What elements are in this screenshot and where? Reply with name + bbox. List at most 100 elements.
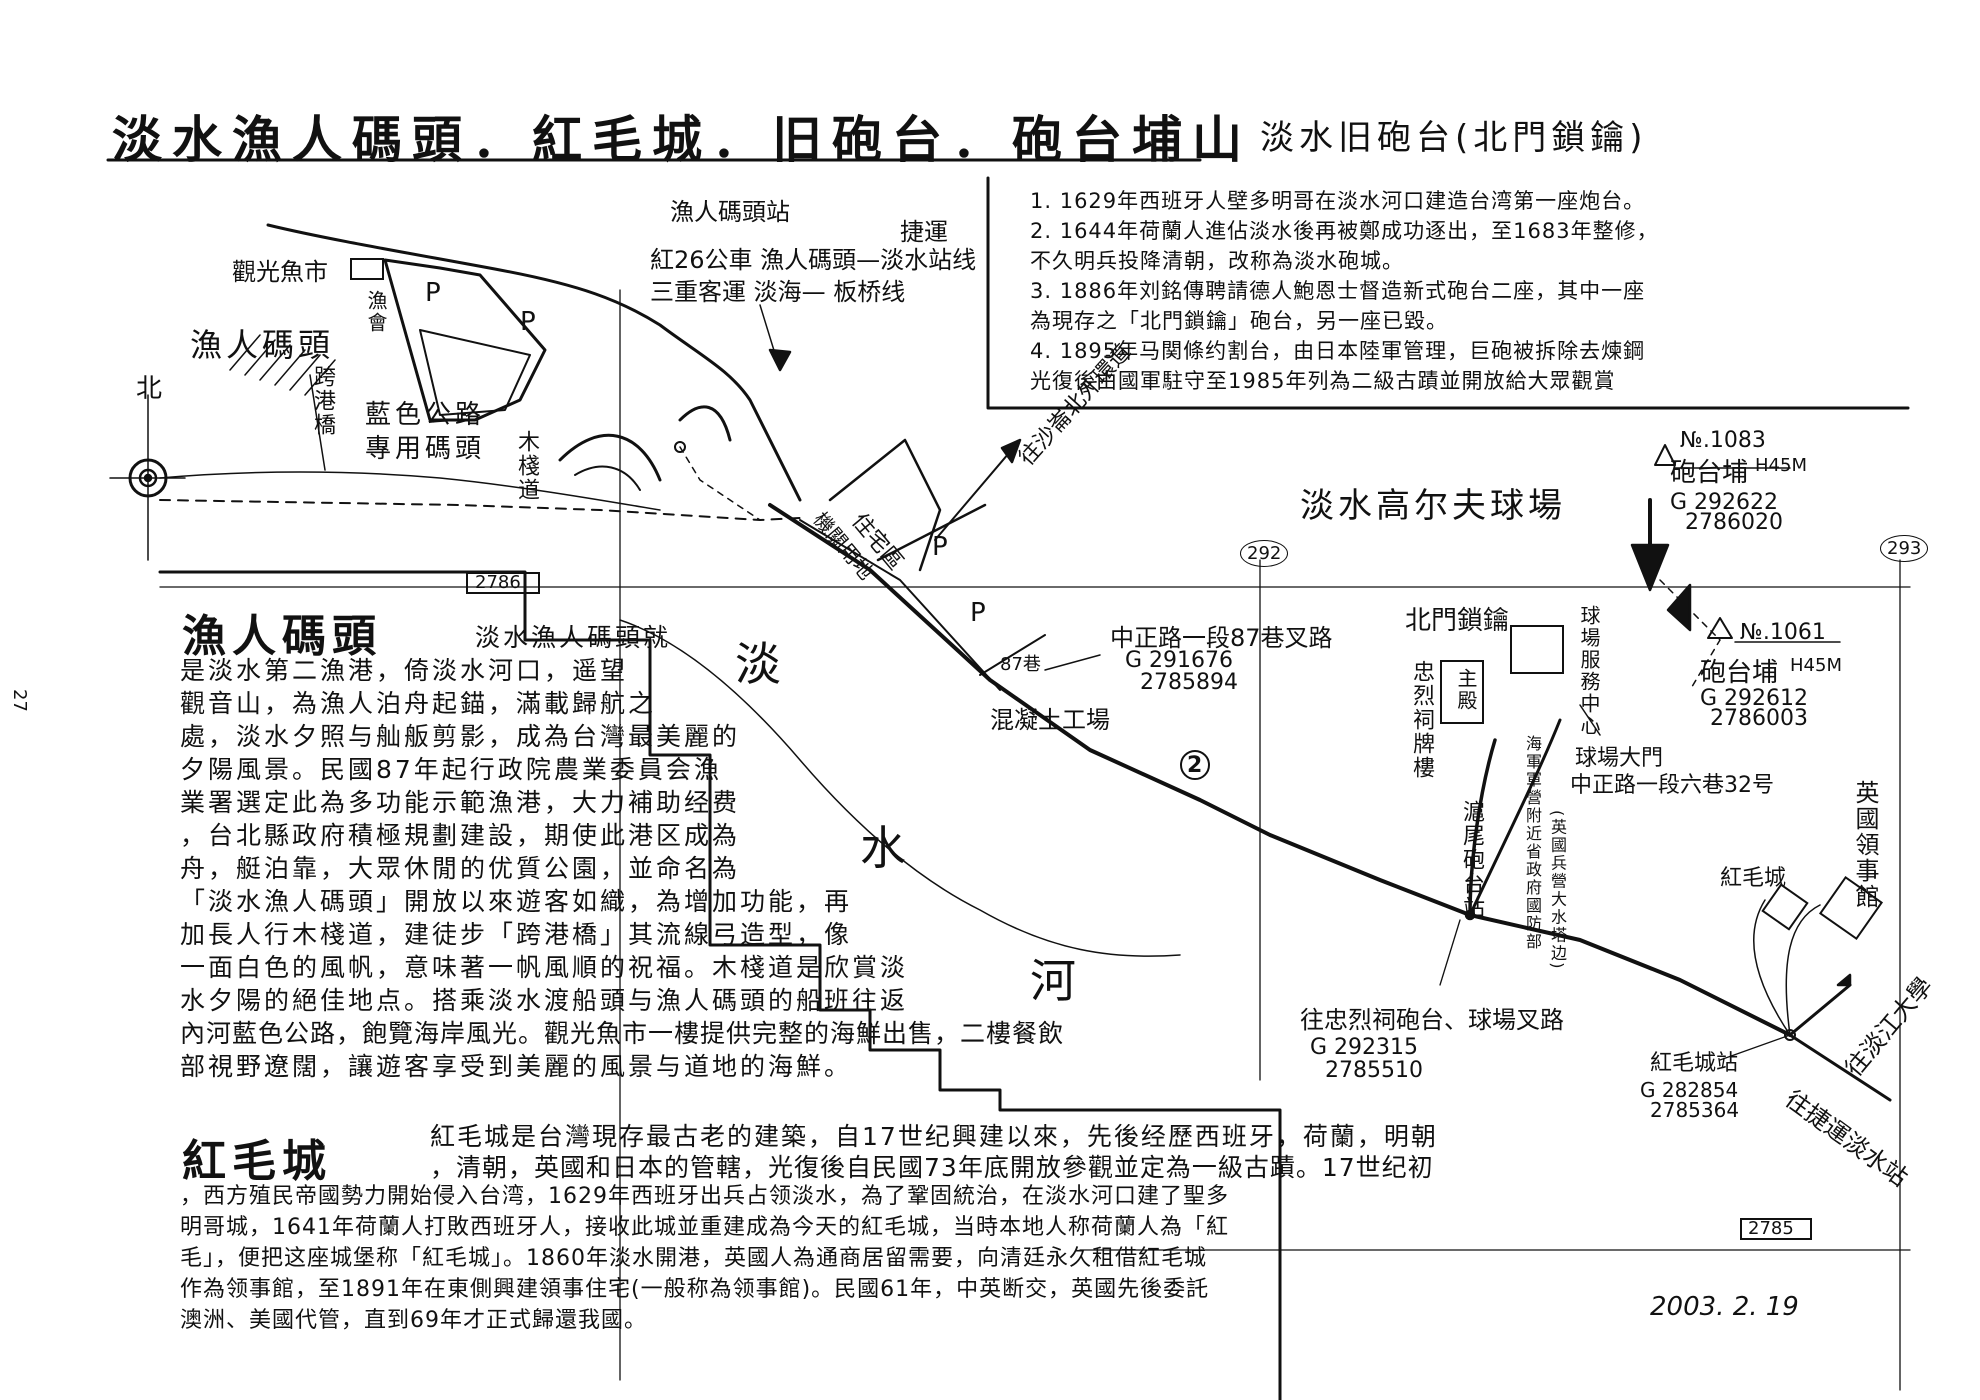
wharf-road-bend — [678, 405, 732, 442]
temple-box — [1440, 660, 1484, 724]
river-char-1: 淡 — [735, 637, 781, 691]
note-line: 光復後由國軍駐守至1985年列為二級古蹟並開放給大眾觀賞 — [1030, 369, 1616, 393]
river-char-2: 水 — [860, 821, 906, 875]
hill-2-coord: G 292612 — [1700, 686, 1809, 711]
old-town-lane-label: (英國兵營大水塔边) — [1548, 810, 1567, 971]
fort-text-line: 毛」，便把这座城堡称「紅毛城」。1860年淡水開港，英國人為通商居留需要，向清廷… — [180, 1246, 1207, 1271]
golf-center-label: 球場服務中心 — [1577, 605, 1601, 737]
hill-2-height: H45M — [1790, 655, 1842, 676]
wharf-arc — [558, 433, 662, 482]
wharf-text-line: 一面白色的風帆，意味著一帆風順的祝福。木棧道是欣賞淡 — [180, 953, 909, 982]
hill-1-triangle — [1654, 444, 1676, 466]
fort-station-point — [1784, 1029, 1796, 1041]
wharf-text-line: 是淡水第二漁港，倚淡水河口，遥望 — [180, 656, 629, 685]
fort-station-coord: 2785364 — [1650, 1098, 1740, 1122]
triangle-marker — [1666, 583, 1692, 632]
wharf-text-line: 夕陽風景。民國87年起行政院農業委員会漁 — [180, 755, 722, 784]
junction-87-coord: G 291676 — [1125, 648, 1234, 673]
wharf-text-line: 部視野遼闊，讓遊客享受到美麗的風景与道地的海鮮。 — [180, 1052, 853, 1081]
wharf-text-line: 加長人行木棧道，建徒步「跨港橋」其流線弓造型，像 — [180, 920, 853, 949]
metro-label: 捷運 — [900, 218, 948, 246]
parking-block — [828, 438, 942, 572]
fort-road-1 — [1468, 738, 1497, 917]
fort-text-line: ，西方殖民帝國勢力開始侵入台湾，1629年西班牙出兵占领淡水，為了鞏固統治，在淡… — [180, 1184, 1229, 1209]
note-line: 2. 1644年荷蘭人進佔淡水後再被鄭成功逐出，至1683年整修， — [1030, 219, 1659, 243]
fishermans-wharf-label: 漁人碼頭 — [190, 326, 335, 364]
military-label: 海軍軍營附近省政府國防部 — [1523, 735, 1542, 951]
wood-plank-label: 木棧道 — [514, 430, 539, 502]
wharf-text-line: 業署選定此為多功能示範漁港，大力補助经费 — [180, 788, 741, 817]
station-title: 漁人碼頭站 — [670, 198, 790, 226]
fort-text-line: 明哥城，1641年荷蘭人打敗西班牙人，接收此城並重建成為今天的紅毛城，当時本地人… — [180, 1215, 1229, 1240]
river-char-3: 河 — [1030, 954, 1076, 1008]
beltway-arrow — [934, 439, 1021, 541]
compass-rose — [109, 394, 186, 561]
note-line: 為現存之「北門鎖鑰」砲台，另一座已毀。 — [1030, 309, 1448, 333]
shrine-label: 忠烈祠牌樓 — [1409, 660, 1434, 780]
coast-line — [159, 471, 661, 511]
wharf-pier — [383, 258, 547, 422]
beltway-arrowhead — [1000, 438, 1022, 464]
hill-1-coord: G 292622 — [1670, 490, 1779, 515]
note-line: 3. 1886年刘銘傳聘請德人鮑恩士督造新式砲台二座，其中一座 — [1030, 279, 1646, 303]
hill-1-coord: 2786020 — [1685, 510, 1783, 535]
fishing-assoc-label: 漁會 — [364, 290, 388, 334]
hill-2-coord: 2786003 — [1710, 706, 1808, 731]
grid-2785-box — [1740, 1218, 1812, 1240]
note-line: 不久明兵投降清朝，改称為淡水砲城。 — [1030, 249, 1404, 273]
fort-road-arrow — [1836, 973, 1852, 987]
shore-hatching — [229, 334, 336, 396]
grid-2786-box — [466, 572, 540, 594]
fort-text-line: 澳洲、美國代管，直到69年才正式歸還我國。 — [180, 1308, 647, 1333]
wharf-text-line: 水夕陽的絕佳地点。搭乘淡水渡船頭与漁人碼頭的船班往返 — [180, 986, 909, 1015]
temple-label: 主殿 — [1454, 668, 1478, 712]
fort-text-line: ，清朝，英國和日本的管轄，光復後自民國73年底開放參觀並定為一級古蹟。17世纪初 — [430, 1153, 1434, 1182]
lovers-bridge-label: 跨港橋 — [310, 365, 335, 437]
notes-box — [986, 176, 1910, 410]
grid-2786-label: 2786 — [475, 572, 521, 593]
parking-divider — [876, 503, 987, 562]
wharf-arc-2 — [574, 465, 641, 491]
golf-gate-label: 球場大門 — [1575, 746, 1664, 771]
junction-87-label: 中正路一段87巷叉路 — [1110, 624, 1333, 652]
wharf-text-line: 處，淡水夕照与舢舨剪影，成為台灣最美麗的 — [180, 722, 741, 751]
station-point — [674, 441, 686, 453]
road-2-marker — [1180, 750, 1210, 780]
grid-292-label: 292 — [1240, 540, 1289, 567]
fort-road-2 — [1468, 718, 1562, 917]
wharf-heading: 漁人碼頭 — [182, 611, 382, 662]
compass-north-label: 北 — [136, 374, 163, 404]
parking-label: P — [932, 532, 948, 562]
station-leader-2 — [1439, 919, 1461, 986]
hill-1-name: 砲台埔 — [1670, 458, 1749, 488]
alley-line — [979, 634, 1046, 676]
wharf-coastline — [266, 223, 802, 502]
fort-station-coord: G 282854 — [1640, 1078, 1739, 1102]
golf-address-label: 中正路一段六巷32号 — [1570, 773, 1774, 798]
wharf-text-line: 「淡水漁人碼頭」開放以來遊客如織，為增加功能，再 — [180, 887, 853, 916]
junction-87-coord: 2785894 — [1140, 670, 1238, 695]
junction-87-leader — [1044, 654, 1101, 671]
fort-text-line: 作為领事館，至1891年在東側興建領事住宅(一般称為领事館)。民國61年，中英断… — [180, 1277, 1210, 1302]
gate-leader — [1579, 704, 1601, 736]
walking-route — [679, 446, 761, 521]
hill-2-name: 砲台埔 — [1700, 658, 1779, 688]
bridge-line — [309, 374, 326, 471]
hill-2-id: №.1061 — [1740, 620, 1826, 645]
hill-1-id: №.1083 — [1680, 428, 1766, 453]
page-number: 27 — [8, 689, 30, 712]
road-edge-left — [799, 519, 1001, 691]
parking-label: P — [425, 278, 441, 308]
station-arrow — [768, 348, 792, 372]
stair-coastline — [158, 570, 1282, 1400]
date-label: 2003. 2. 19 — [1650, 1292, 1799, 1322]
wharf-text-line: 舟，艇泊靠，大眾休閒的优質公園，並命名為 — [180, 854, 741, 883]
page-title: 淡水漁人碼頭．紅毛城．旧砲台．砲台埔山 — [112, 111, 1252, 169]
north-gate-box — [1510, 625, 1564, 674]
wharf-basin — [419, 329, 531, 416]
concrete-plant-label: 混凝土工場 — [990, 706, 1110, 734]
junction-shrine-label: 往忠烈祠砲台、球場叉路 — [1300, 1006, 1564, 1034]
parking-label: P — [520, 307, 536, 337]
tourist-market-box — [350, 258, 384, 280]
fort-station-label: 紅毛城站 — [1650, 1051, 1739, 1076]
